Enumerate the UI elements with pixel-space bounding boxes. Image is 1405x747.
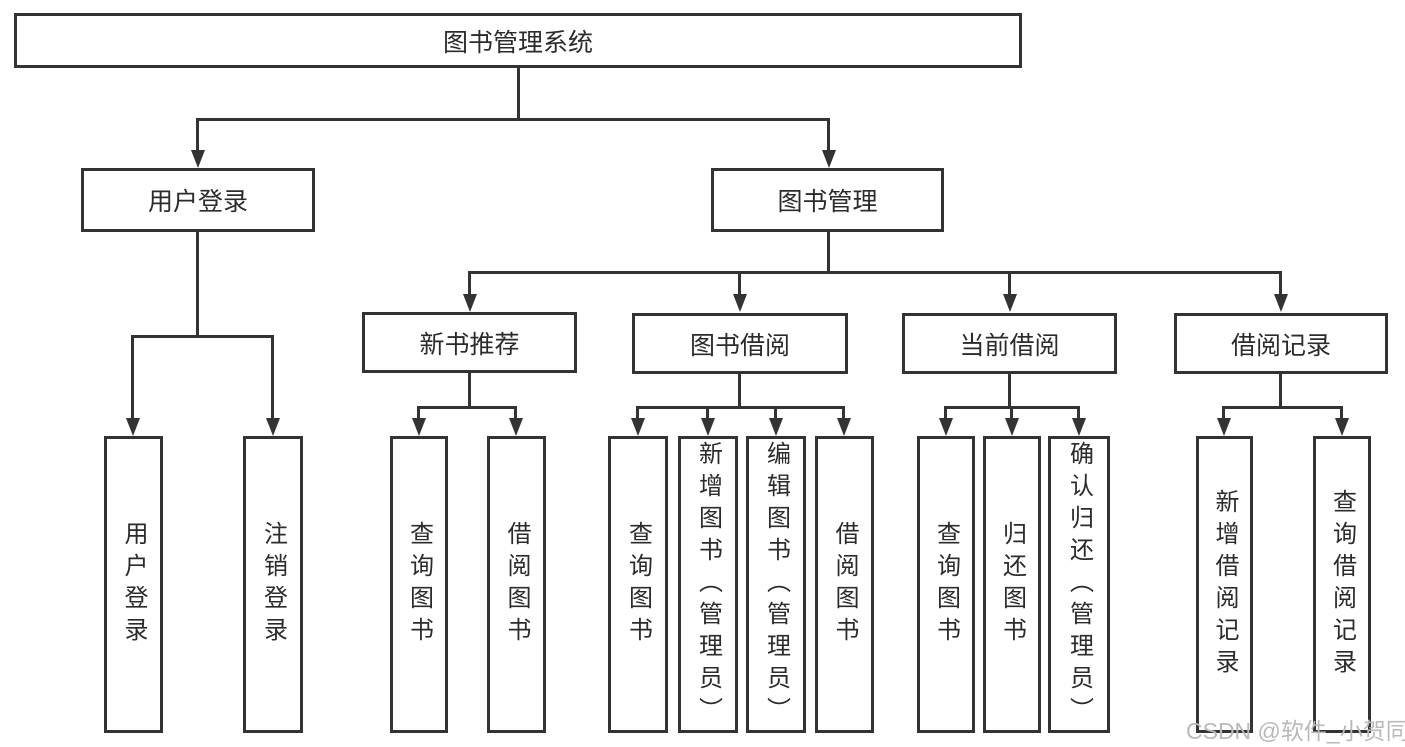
connector-vline <box>271 335 274 420</box>
connector-hline <box>131 335 274 338</box>
connector-vline <box>514 406 517 420</box>
node-root-label: 图书管理系统 <box>442 28 593 57</box>
node-query-borrow-record-label: 查询借阅记录 <box>1328 488 1356 681</box>
node-borrowing-records: 借阅记录 <box>1174 313 1388 374</box>
arrowhead-icon <box>1003 294 1017 312</box>
connector-vline <box>417 406 420 420</box>
connector-vline <box>1340 406 1343 420</box>
node-user-login-action-label: 用户登录 <box>120 520 147 649</box>
node-user-login-label: 用户登录 <box>147 188 248 216</box>
node-return-books: 归还图书 <box>983 436 1041 733</box>
node-query-books-1: 查询图书 <box>390 436 448 733</box>
node-user-login: 用户登录 <box>81 168 315 232</box>
arrowhead-icon <box>701 418 715 436</box>
connector-vline <box>131 335 134 420</box>
arrowhead-icon <box>769 418 783 436</box>
node-borrow-books-1-label: 借阅图书 <box>503 520 530 649</box>
csdn-watermark: CSDN @软件_小贺同学 <box>1186 718 1405 744</box>
node-current-borrowing-label: 当前借阅 <box>959 331 1060 360</box>
node-add-borrow-record: 新增借阅记录 <box>1196 436 1253 733</box>
connector-vline <box>636 406 639 420</box>
arrowhead-icon <box>191 150 205 168</box>
connector-vline <box>196 232 199 335</box>
arrowhead-icon <box>463 294 477 312</box>
connector-vline <box>468 271 471 296</box>
node-book-management: 图书管理 <box>711 168 944 232</box>
arrowhead-icon <box>1072 418 1086 436</box>
node-new-book-recommendation-label: 新书推荐 <box>419 330 520 359</box>
arrowhead-icon <box>1335 418 1349 436</box>
connector-vline <box>738 271 741 296</box>
connector-vline <box>738 374 741 406</box>
node-add-borrow-record-label: 新增借阅记录 <box>1211 488 1238 681</box>
connector-vline <box>1279 271 1282 296</box>
connector-vline <box>944 406 947 420</box>
node-add-books-admin-label: 新增图书（管理员） <box>694 440 722 729</box>
connector-hline <box>636 406 845 409</box>
node-borrow-books-1: 借阅图书 <box>487 436 546 733</box>
connector-hline <box>417 406 517 409</box>
node-query-books-3: 查询图书 <box>917 436 975 733</box>
arrowhead-icon <box>1274 294 1288 312</box>
node-query-borrow-record: 查询借阅记录 <box>1313 436 1371 733</box>
node-return-books-label: 归还图书 <box>998 520 1026 649</box>
node-book-management-label: 图书管理 <box>777 188 878 216</box>
node-borrowing-records-label: 借阅记录 <box>1230 331 1331 360</box>
node-query-books-2-label: 查询图书 <box>624 520 652 649</box>
connector-vline <box>517 68 520 118</box>
connector-vline <box>1010 406 1013 420</box>
node-logout-label: 注销登录 <box>259 520 287 649</box>
node-edit-books-admin-label: 编辑图书（管理员） <box>762 440 790 729</box>
connector-hline <box>1222 406 1343 409</box>
connector-vline <box>1222 406 1225 420</box>
node-root: 图书管理系统 <box>14 13 1022 68</box>
connector-vline <box>827 118 830 152</box>
arrowhead-icon <box>733 294 747 312</box>
node-query-books-1-label: 查询图书 <box>405 520 433 649</box>
node-borrow-books-2-label: 借阅图书 <box>831 520 858 649</box>
arrowhead-icon <box>939 418 953 436</box>
node-edit-books-admin: 编辑图书（管理员） <box>746 436 806 733</box>
connector-vline <box>706 406 709 420</box>
arrowhead-icon <box>412 418 426 436</box>
arrowhead-icon <box>631 418 645 436</box>
connector-vline <box>842 406 845 420</box>
arrowhead-icon <box>126 418 140 436</box>
node-borrow-books-2: 借阅图书 <box>815 436 874 733</box>
arrowhead-icon <box>266 418 280 436</box>
node-confirm-return-admin: 确认归还（管理员） <box>1048 436 1110 733</box>
node-current-borrowing: 当前借阅 <box>902 313 1117 374</box>
arrowhead-icon <box>1005 418 1019 436</box>
connector-vline <box>827 232 830 271</box>
connector-vline <box>1008 271 1011 296</box>
node-new-book-recommendation: 新书推荐 <box>362 312 577 373</box>
connector-hline <box>468 271 1282 274</box>
connector-hline <box>196 118 830 121</box>
connector-vline <box>1077 406 1080 420</box>
node-confirm-return-admin-label: 确认归还（管理员） <box>1065 440 1093 729</box>
node-book-borrowing-label: 图书借阅 <box>689 331 790 360</box>
node-query-books-2: 查询图书 <box>608 436 668 733</box>
connector-vline <box>774 406 777 420</box>
arrowhead-icon <box>822 150 836 168</box>
node-query-books-3-label: 查询图书 <box>932 520 960 649</box>
arrowhead-icon <box>1217 418 1231 436</box>
node-add-books-admin: 新增图书（管理员） <box>678 436 738 733</box>
arrowhead-icon <box>509 418 523 436</box>
node-book-borrowing: 图书借阅 <box>632 313 848 374</box>
node-user-login-action: 用户登录 <box>104 436 163 733</box>
arrowhead-icon <box>837 418 851 436</box>
connector-vline <box>1008 374 1011 406</box>
node-logout: 注销登录 <box>243 436 303 733</box>
connector-vline <box>468 373 471 406</box>
connector-vline <box>1279 374 1282 406</box>
connector-vline <box>196 118 199 152</box>
